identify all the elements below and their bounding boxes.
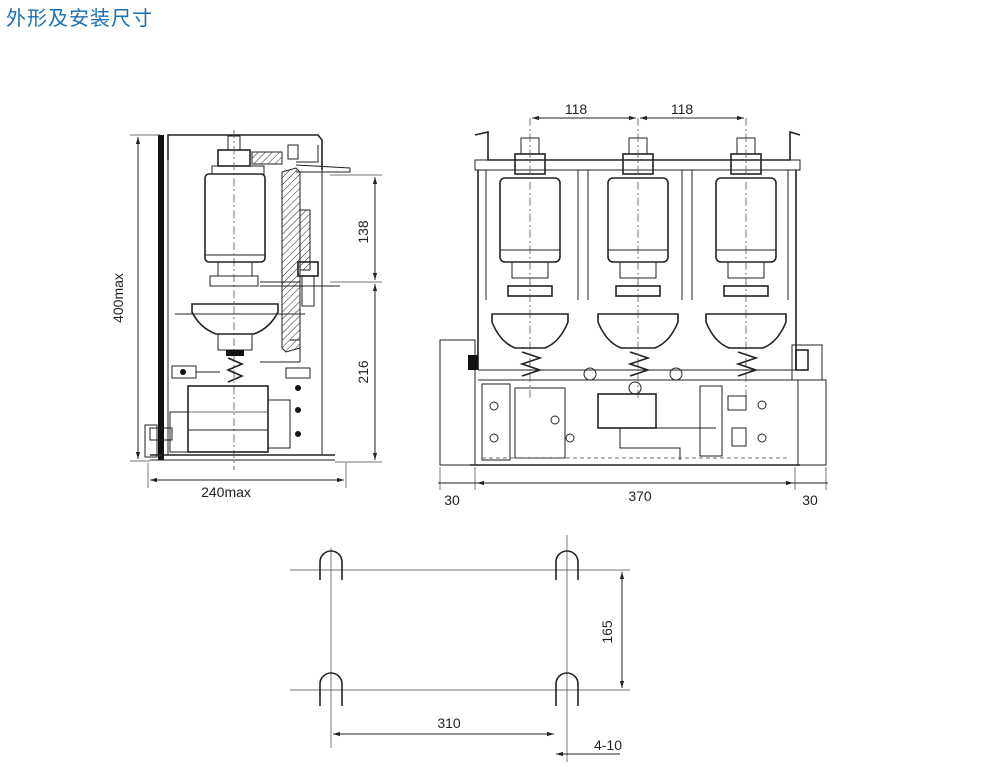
dim-vertical-spacing-label: 165	[599, 620, 615, 644]
side-insulation-panel	[281, 167, 301, 353]
side-vacuum-bottle	[204, 173, 266, 287]
page-title: 外形及安装尺寸	[6, 6, 153, 30]
side-view: 400max 240max 138 216	[110, 130, 382, 500]
dim-pitch-left-label: 118	[565, 101, 588, 117]
mounting-diagram: 165 310 4-10	[290, 535, 630, 762]
dim-138-216: 138 216	[330, 174, 382, 463]
dim-body-width-label: 370	[628, 488, 652, 504]
front-partitions	[485, 170, 789, 300]
dim-240max: 240max	[147, 463, 347, 500]
side-mechanism	[149, 339, 311, 453]
side-contact-disk	[175, 303, 305, 383]
mount-hole-top-right	[555, 550, 579, 580]
dim-margin-left-label: 30	[444, 492, 460, 508]
side-terminal-bolt	[260, 261, 340, 307]
dim-horizontal-spacing-label: 310	[437, 715, 461, 731]
dim-400max: 400max	[110, 134, 160, 462]
dim-base-width: 30 370 30	[438, 467, 828, 508]
dim-width-label: 240max	[201, 484, 251, 500]
dim-pitch: 118 118	[532, 101, 744, 121]
dim-lower-label: 216	[355, 360, 371, 384]
mount-hole-bottom-left	[319, 672, 343, 706]
dim-holes-label: 4-10	[594, 737, 622, 753]
mount-hole-bottom-right	[555, 672, 579, 706]
dim-pitch-right-label: 118	[671, 101, 694, 117]
dim-upper-label: 138	[355, 220, 371, 244]
front-view: 118 118 30 370 30	[438, 101, 828, 508]
front-frame	[439, 130, 827, 466]
mount-hole-top-left	[319, 550, 343, 580]
dim-margin-right-label: 30	[802, 492, 818, 508]
front-mechanism	[481, 367, 790, 461]
front-pole-3	[705, 118, 787, 400]
front-pole-1	[491, 118, 569, 400]
side-frame	[144, 134, 335, 461]
front-pole-2	[597, 118, 679, 400]
side-insulator-top	[251, 151, 283, 165]
side-top-stud	[211, 130, 265, 470]
dim-height-label: 400max	[110, 273, 126, 323]
